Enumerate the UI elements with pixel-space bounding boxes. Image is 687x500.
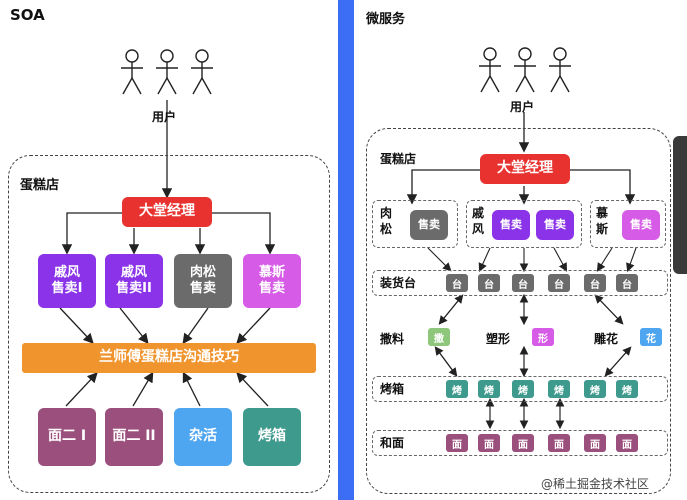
- micro-chiffon-sell-chip-1[interactable]: 售卖: [492, 210, 530, 240]
- soa-users-label: 用户: [152, 110, 177, 124]
- micro-users-label: 用户: [510, 100, 535, 114]
- micro-users-icon: [479, 47, 571, 93]
- micro-load-chip[interactable]: 台: [548, 274, 570, 292]
- micro-title: 微服务: [366, 12, 406, 27]
- micro-group-floss: [372, 200, 458, 248]
- micro-oven-chip[interactable]: 烤: [446, 380, 468, 398]
- micro-flower-chip[interactable]: 花: [640, 328, 662, 346]
- micro-oven-chip[interactable]: 烤: [478, 380, 500, 398]
- soa-worker-misc[interactable]: 杂活: [174, 408, 232, 466]
- soa-seller-floss[interactable]: 肉松 售卖: [174, 254, 232, 308]
- soa-worker-dough-2[interactable]: 面二 II: [105, 408, 163, 466]
- micro-store-container: [366, 128, 671, 494]
- micro-oven-row: [372, 376, 668, 402]
- micro-group-floss-label: 肉 松: [380, 206, 393, 236]
- scroll-tab[interactable]: [673, 136, 687, 274]
- micro-load-chip[interactable]: 台: [478, 274, 500, 292]
- at-icon: @: [541, 477, 553, 491]
- soa-store-label: 蛋糕店: [20, 178, 60, 193]
- soa-store-container: [8, 155, 330, 493]
- micro-dough-chip[interactable]: 面: [616, 434, 638, 452]
- micro-group-mousse-label: 慕 斯: [596, 206, 609, 236]
- micro-group-chiffon: [466, 200, 582, 248]
- watermark-text: @稀土掘金技术社区: [538, 474, 653, 493]
- micro-dough-chip[interactable]: 面: [446, 434, 468, 452]
- micro-dough-chip[interactable]: 面: [478, 434, 500, 452]
- micro-group-mousse: [590, 200, 666, 248]
- micro-load-label: 装货台: [380, 276, 417, 290]
- micro-oven-chip[interactable]: 烤: [616, 380, 638, 398]
- micro-group-chiffon-label: 戚 风: [472, 206, 485, 236]
- micro-mix-label: 撒料: [380, 332, 405, 346]
- micro-manager-box[interactable]: 大堂经理: [480, 154, 570, 184]
- micro-oven-chip[interactable]: 烤: [584, 380, 606, 398]
- panel-divider: [338, 0, 354, 500]
- micro-dough-chip[interactable]: 面: [584, 434, 606, 452]
- micro-chiffon-sell-chip-2[interactable]: 售卖: [536, 210, 574, 240]
- soa-users-icon: [121, 49, 213, 95]
- soa-title: SOA: [10, 6, 45, 24]
- micro-mix-chip[interactable]: 撒: [428, 328, 450, 346]
- micro-load-row: [372, 270, 668, 296]
- micro-shape-label: 塑形: [486, 332, 511, 346]
- micro-dough-label: 和面: [380, 436, 405, 450]
- soa-seller-chiffon-1[interactable]: 戚风 售卖I: [38, 254, 96, 308]
- micro-floss-sell-chip[interactable]: 售卖: [410, 210, 448, 240]
- soa-worker-dough-1[interactable]: 面二 I: [38, 408, 96, 466]
- watermark-label: 稀土掘金技术社区: [553, 477, 650, 491]
- soa-seller-mousse[interactable]: 慕斯 售卖: [243, 254, 301, 308]
- micro-mousse-sell-chip[interactable]: 售卖: [622, 210, 660, 240]
- micro-load-chip[interactable]: 台: [616, 274, 638, 292]
- soa-manager-box[interactable]: 大堂经理: [122, 197, 212, 227]
- micro-oven-chip[interactable]: 烤: [548, 380, 570, 398]
- micro-load-chip[interactable]: 台: [512, 274, 534, 292]
- micro-load-chip[interactable]: 台: [584, 274, 606, 292]
- micro-flower-label: 雕花: [594, 332, 619, 346]
- micro-oven-chip[interactable]: 烤: [512, 380, 534, 398]
- soa-service-bus[interactable]: 兰师傅蛋糕店沟通技巧: [22, 343, 316, 373]
- micro-store-label: 蛋糕店: [380, 152, 417, 166]
- micro-load-chip[interactable]: 台: [446, 274, 468, 292]
- micro-dough-chip[interactable]: 面: [548, 434, 570, 452]
- micro-oven-label: 烤箱: [380, 382, 405, 396]
- micro-shape-chip[interactable]: 形: [532, 328, 554, 346]
- soa-seller-chiffon-2[interactable]: 戚风 售卖II: [105, 254, 163, 308]
- micro-dough-row: [372, 430, 668, 456]
- micro-dough-chip[interactable]: 面: [512, 434, 534, 452]
- soa-worker-oven[interactable]: 烤箱: [243, 408, 301, 466]
